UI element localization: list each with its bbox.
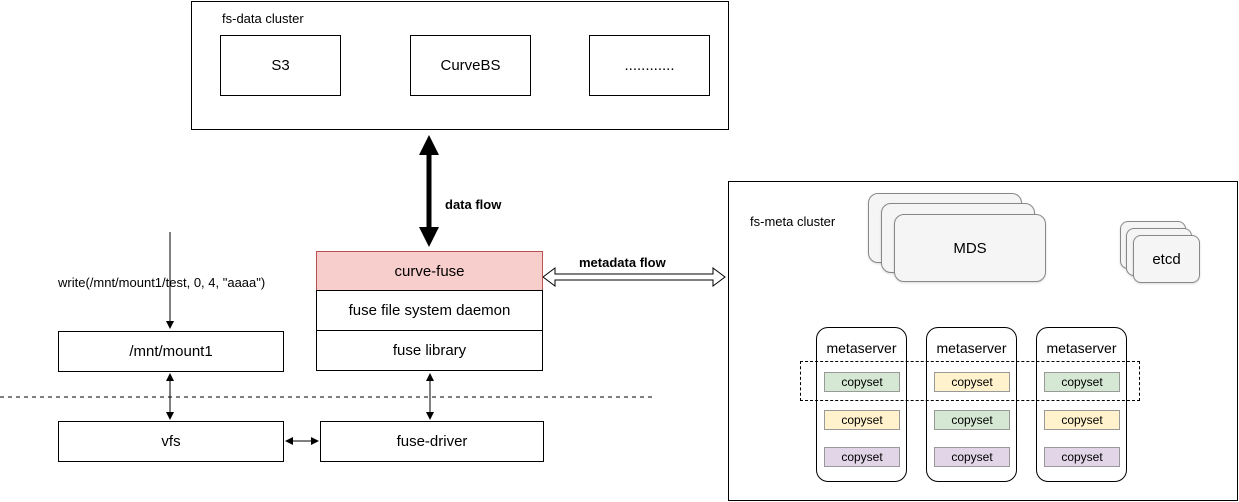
copyset: copyset <box>1044 447 1120 467</box>
fs-data-cluster-title: fs-data cluster <box>222 11 304 26</box>
copyset: copyset <box>824 410 900 430</box>
metaserver-label: metaserver <box>1046 340 1117 356</box>
data-flow-label: data flow <box>445 197 502 212</box>
mds-node: MDS <box>894 214 1046 282</box>
mds-label: MDS <box>953 239 987 257</box>
metaserver-1: metaserver copyset copyset copyset <box>816 327 907 482</box>
copyset: copyset <box>934 410 1010 430</box>
write-call-label: write(/mnt/mount1/test, 0, 4, "aaaa") <box>58 275 266 290</box>
etcd-label: etcd <box>1152 250 1181 268</box>
curve-fuse-box: curve-fuse <box>316 251 543 291</box>
metaserver-label: metaserver <box>936 340 1007 356</box>
copyset-group-outline <box>800 361 1140 401</box>
s3-node: S3 <box>220 35 341 96</box>
fuse-library-box: fuse library <box>316 330 543 371</box>
copyset: copyset <box>934 372 1010 392</box>
vfs-box: vfs <box>58 421 284 462</box>
mount-point: /mnt/mount1 <box>58 331 284 372</box>
copyset: copyset <box>824 372 900 392</box>
copyset: copyset <box>824 447 900 467</box>
metaserver-label: metaserver <box>826 340 897 356</box>
curvebs-node: CurveBS <box>410 35 531 96</box>
copyset: copyset <box>934 447 1010 467</box>
more-storage-node: ............ <box>589 35 710 96</box>
metadata-flow-arrow <box>542 267 726 287</box>
copyset: copyset <box>1044 372 1120 392</box>
fs-meta-cluster-title: fs-meta cluster <box>750 214 836 229</box>
metaserver-3: metaserver copyset copyset copyset <box>1036 327 1127 482</box>
fuse-driver-box: fuse-driver <box>320 421 544 462</box>
copyset: copyset <box>1044 410 1120 430</box>
fuse-daemon-box: fuse file system daemon <box>316 290 543 331</box>
etcd-node: etcd <box>1133 235 1200 283</box>
metadata-flow-label: metadata flow <box>579 255 666 270</box>
metaserver-2: metaserver copyset copyset copyset <box>926 327 1017 482</box>
